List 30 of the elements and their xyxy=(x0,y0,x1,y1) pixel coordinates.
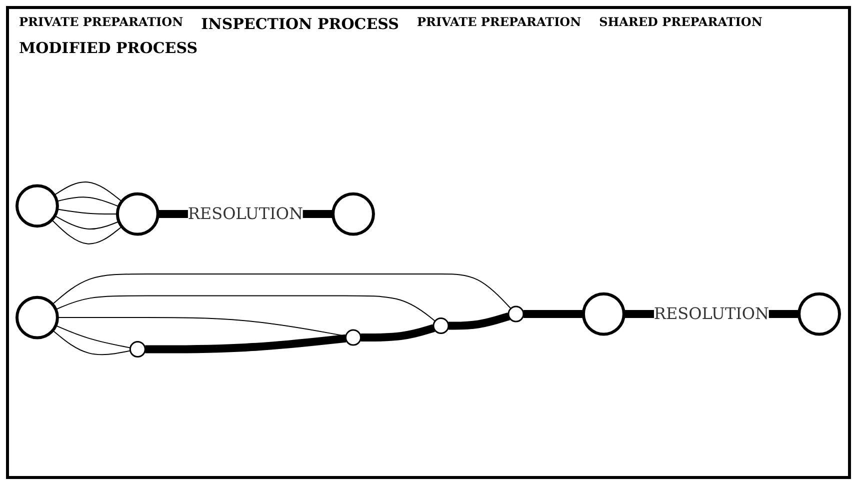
section-heading: INSPECTION PROCESS xyxy=(201,15,400,33)
connector xyxy=(524,310,584,318)
node-circle xyxy=(582,292,626,336)
node-circle xyxy=(432,318,450,334)
connector xyxy=(56,208,118,215)
connector xyxy=(361,324,436,342)
node-circle xyxy=(16,296,60,340)
section-heading: MODIFIED PROCESS xyxy=(19,39,198,57)
node-circle xyxy=(508,306,524,322)
annotation-label: PRIVATE PREPARATION xyxy=(19,15,184,31)
connector xyxy=(145,334,346,354)
node-circle xyxy=(130,341,146,358)
node-circle xyxy=(798,292,842,336)
annotation-label: PRIVATE PREPARATION xyxy=(417,15,582,31)
node-circle xyxy=(16,184,60,228)
connector xyxy=(52,330,132,356)
connector xyxy=(54,215,120,230)
connector xyxy=(448,312,510,330)
connector xyxy=(56,325,132,348)
edge-label: RESOLUTION xyxy=(188,204,304,224)
connector xyxy=(54,182,123,202)
connector xyxy=(56,295,436,322)
node-circle xyxy=(332,192,376,236)
annotation-label: SHARED PREPARATION xyxy=(599,15,762,31)
node-circle xyxy=(116,192,160,236)
connector xyxy=(56,196,120,208)
node-circle xyxy=(345,329,362,346)
connector xyxy=(52,220,123,244)
edge-label: RESOLUTION xyxy=(654,304,770,324)
connector xyxy=(52,274,512,310)
